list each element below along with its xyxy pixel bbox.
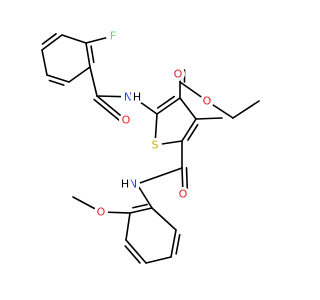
- atom-o-ester-carbonyl: O: [174, 68, 183, 81]
- bond-ethyl-ch2-ch3: [232, 100, 260, 119]
- atom-o-amide-upper: O: [122, 114, 131, 127]
- atom-o-amide-upper-background: [119, 113, 133, 127]
- bond-ring2-c: [125, 239, 147, 264]
- bond-ring1-e: [68, 66, 91, 83]
- bond-thiophene-c4c5-second: [187, 123, 199, 141]
- atom-s-background: [148, 138, 162, 152]
- bond-ring1-f: [46, 74, 70, 83]
- atom-f: F: [110, 30, 116, 43]
- atom-s: S: [152, 139, 159, 152]
- bond-ring2-c-second: [124, 245, 141, 264]
- atom-h-upper-background: [130, 90, 144, 104]
- bond-amide-lower-cn: [136, 167, 183, 185]
- bond-ring2-e-second: [175, 233, 181, 255]
- bond-ring1-c: [61, 34, 87, 44]
- atom-n-upper: N: [124, 91, 132, 104]
- bond-ring2-f: [151, 207, 177, 231]
- atom-o-ester-ether: O: [203, 95, 212, 108]
- bond-thiophene-c2c3-second: [156, 95, 175, 109]
- bond-ring1-d: [85, 42, 91, 68]
- atom-h-lower: H: [121, 178, 129, 191]
- atom-o-amide-lower: O: [179, 188, 188, 201]
- bond-thiophene-c3c4: [179, 97, 197, 120]
- bond-ring1-b: [41, 34, 63, 51]
- bond-amide-upper-co-second: [93, 98, 124, 125]
- atom-o-ester-carbonyl-background: [171, 67, 185, 81]
- atom-o-methoxy-background: [94, 205, 108, 219]
- atom-h-upper: H: [133, 91, 141, 104]
- bond-ring2-a-second: [132, 203, 148, 209]
- bond-n-ring2: [136, 183, 153, 209]
- bond-methyl: [195, 117, 223, 120]
- bond-ring1-a: [41, 49, 48, 76]
- atom-h-lower-background: [118, 177, 132, 191]
- bond-ring2-b: [125, 212, 131, 241]
- atom-o-amide-lower-background: [176, 187, 190, 201]
- atom-o-ester-ether-background: [200, 94, 214, 108]
- bond-ring1-d-second: [90, 45, 95, 64]
- atom-f-background: [106, 29, 120, 43]
- bond-thiophene-c2c3: [156, 97, 181, 115]
- bond-ring1-f-second: [48, 79, 65, 86]
- bond-thiophene-c4c5: [181, 118, 197, 142]
- atom-o-methoxy: O: [97, 206, 106, 219]
- bond-ring1-carbonyl: [89, 66, 98, 97]
- bond-ring2-e: [170, 229, 177, 258]
- bond-ring2-d: [145, 256, 172, 264]
- bond-ring2-a: [129, 207, 153, 214]
- atom-n-lower: N: [129, 178, 137, 191]
- bond-ring1-b-second: [41, 32, 57, 45]
